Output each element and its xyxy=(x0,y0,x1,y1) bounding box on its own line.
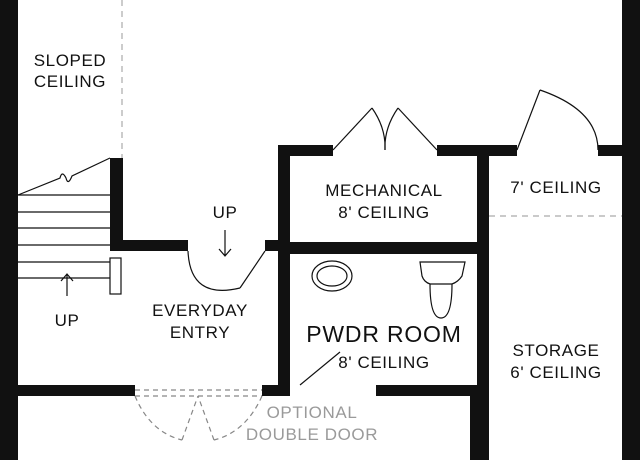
mechanical-top-wall-left xyxy=(278,145,333,156)
sink-inner xyxy=(316,265,348,287)
left-exterior-wall xyxy=(0,0,18,460)
stairs-up-arrow-icon xyxy=(60,273,74,296)
entry-right-wall xyxy=(278,250,290,396)
optional-double-door xyxy=(134,389,263,441)
mechanical-double-door xyxy=(332,107,438,151)
mechanical-bottom-wall xyxy=(278,242,489,254)
stair-partition-wall xyxy=(110,158,123,250)
right-exterior-wall xyxy=(622,0,640,460)
entry-door xyxy=(187,230,266,291)
mechanical-label: MECHANICAL xyxy=(325,181,442,200)
staircase xyxy=(17,157,122,296)
pwdr-room-label: PWDR ROOM xyxy=(306,321,461,347)
everyday-entry-label-1: EVERYDAY xyxy=(152,301,248,320)
seven-ceiling-top-wall-right xyxy=(598,145,640,156)
entry-down-arrow-icon xyxy=(218,230,232,257)
seven-ceiling-door xyxy=(516,89,599,151)
everyday-entry-label-2: ENTRY xyxy=(170,323,230,342)
entry-top-wall-right xyxy=(265,240,287,251)
room-labels: SLOPED CEILING MECHANICAL 8' CEILING 7' … xyxy=(34,51,601,444)
lower-wall-left xyxy=(0,385,135,396)
pwdr-ceiling-label: 8' CEILING xyxy=(338,353,429,372)
toilet-icon xyxy=(419,261,466,319)
stairs-up-label: UP xyxy=(55,311,80,330)
optional-door-label-2: DOUBLE DOOR xyxy=(246,425,378,444)
mechanical-ceiling-label: 8' CEILING xyxy=(338,203,429,222)
lower-wall-right xyxy=(262,385,290,396)
mechanical-right-wall xyxy=(477,145,489,460)
sloped-ceiling-label-2: CEILING xyxy=(34,72,106,91)
seven-ceiling-label: 7' CEILING xyxy=(510,178,601,197)
mechanical-left-wall xyxy=(278,145,290,250)
powder-room-fixtures xyxy=(299,260,466,386)
storage-ceiling-label: 6' CEILING xyxy=(510,363,601,382)
entry-top-wall-left xyxy=(110,240,188,251)
pwdr-door xyxy=(299,351,341,386)
bottom-stub-right xyxy=(470,396,489,460)
sink-icon xyxy=(311,260,353,292)
dashed-lines xyxy=(121,0,622,217)
entry-up-label: UP xyxy=(213,203,238,222)
storage-label: STORAGE xyxy=(512,341,599,360)
optional-door-label-1: OPTIONAL xyxy=(267,403,358,422)
sloped-ceiling-label-1: SLOPED xyxy=(34,51,107,70)
pwdr-bottom-wall xyxy=(376,385,489,396)
